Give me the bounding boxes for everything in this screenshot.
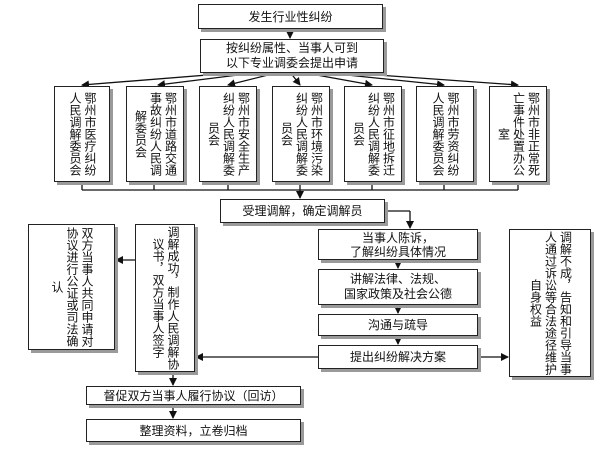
committee-medical-text: 鄂州市医疗纠纷人民调解委员会	[68, 92, 97, 176]
confirm-text: 双方当事人共同申请对协议进行公证或司法确认	[50, 227, 94, 347]
committee-abnormal-death-text: 鄂州市非正常死亡事件处置办公室	[496, 92, 541, 176]
fail-text: 调解不成，告知和引导当事人通过诉讼等合法途径维护自身权益	[528, 231, 573, 375]
committee-safety-text: 鄂州市安全生产纠纷人民调解委员会	[206, 92, 251, 176]
committee-environment-text: 鄂州市环境污染纠纷人民调解委员会	[279, 92, 324, 176]
confirm-box: 双方当事人共同申请对协议进行公证或司法确认	[28, 224, 115, 350]
committee-labor-text: 鄂州市劳资纠纷人民调解委员会	[431, 92, 460, 176]
step-solution-text: 提出纠纷解决方案	[349, 350, 446, 364]
archive-text: 整理资料，立卷归档	[139, 423, 248, 438]
committee-abnormal-death: 鄂州市非正常死亡事件处置办公室	[489, 86, 547, 182]
step-statement-text: 当事人陈诉， 了解纠纷具体情况	[349, 230, 446, 259]
committee-medical: 鄂州市医疗纠纷人民调解委员会	[54, 86, 110, 182]
step-communicate-text: 沟通与疏导	[367, 318, 428, 332]
accept-text: 受理调解，确定调解员	[242, 204, 363, 218]
committee-traffic-text: 鄂州市道路交通事故纠纷人民调解委员会	[133, 92, 178, 176]
success-text: 调解成功，制作人民调解协议书，双方当事人签字	[151, 226, 180, 370]
step-communicate: 沟通与疏导	[318, 314, 478, 336]
fail-box: 调解不成，告知和引导当事人通过诉讼等合法途径维护自身权益	[509, 229, 591, 377]
success-box: 调解成功，制作人民调解协议书，双方当事人签字	[135, 224, 195, 372]
committee-land: 鄂州市征地拆迁纠纷人民调解委员会	[344, 86, 402, 182]
apply-box: 按纠纷属性、当事人可到 以下专业调委会提出申请	[200, 39, 384, 73]
step-explain-law: 讲解法律、法规、 国家政策及社会公德	[318, 269, 478, 305]
committee-land-text: 鄂州市征地拆迁纠纷人民调解委员会	[351, 92, 396, 176]
supervise-box: 督促双方当事人履行协议（回访）	[86, 386, 301, 405]
step-statement: 当事人陈诉， 了解纠纷具体情况	[318, 229, 478, 260]
step-explain-law-text: 讲解法律、法规、 国家政策及社会公德	[343, 272, 452, 301]
step-solution: 提出纠纷解决方案	[318, 345, 478, 369]
archive-box: 整理资料，立卷归档	[86, 419, 301, 442]
committee-safety: 鄂州市安全生产纠纷人民调解委员会	[199, 86, 257, 182]
committee-environment: 鄂州市环境污染纠纷人民调解委员会	[272, 86, 330, 182]
committee-labor: 鄂州市劳资纠纷人民调解委员会	[416, 86, 474, 182]
start-box: 发生行业性纠纷	[198, 4, 383, 29]
committee-traffic: 鄂州市道路交通事故纠纷人民调解委员会	[126, 86, 184, 182]
apply-text: 按纠纷属性、当事人可到 以下专业调委会提出申请	[225, 41, 358, 70]
accept-box: 受理调解，确定调解员	[220, 199, 385, 223]
start-text: 发生行业性纠纷	[248, 9, 333, 24]
supervise-text: 督促双方当事人履行协议（回访）	[103, 388, 284, 403]
